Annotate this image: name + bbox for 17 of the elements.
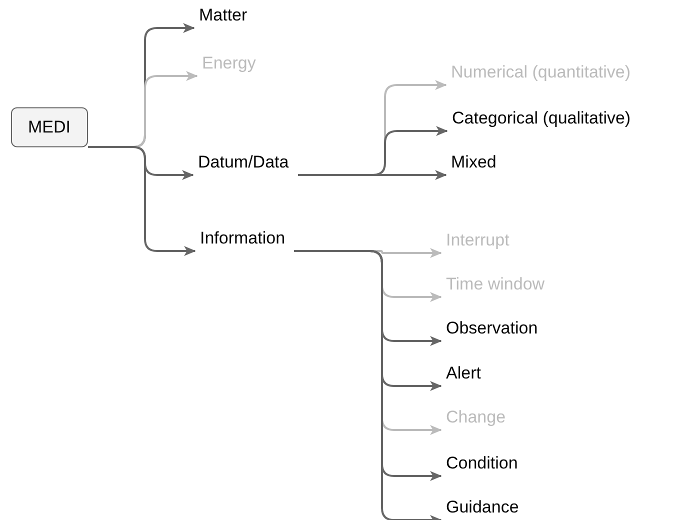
node-label: Numerical (quantitative): [448, 59, 634, 85]
node-label: Mixed: [448, 149, 500, 175]
node-label: Information: [197, 225, 288, 251]
node-label: Matter: [196, 2, 250, 28]
node-label: Time window: [443, 271, 548, 297]
connector-arrow: [298, 170, 447, 180]
node-label: Condition: [443, 450, 521, 476]
node-label: Interrupt: [443, 227, 512, 253]
root-box: MEDI: [11, 107, 88, 147]
node-label: Energy: [199, 50, 259, 76]
node-label: Alert: [443, 360, 484, 386]
node-label: Change: [443, 404, 509, 430]
node-label: Observation: [443, 315, 541, 341]
connector-arrow: [88, 146, 196, 256]
node-label: Datum/Data: [195, 149, 292, 175]
node-label: Guidance: [443, 494, 522, 520]
node-label: Categorical (qualitative): [449, 105, 634, 131]
